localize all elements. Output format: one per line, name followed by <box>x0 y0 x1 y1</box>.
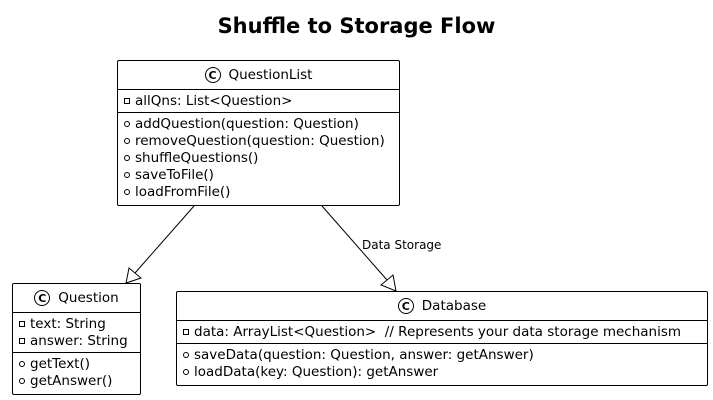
class-c-icon: C <box>397 298 414 314</box>
method-row: loadData(key: Question): getAnswer <box>183 363 701 380</box>
generalization-arrowhead-database <box>380 274 397 292</box>
method-text: loadData(key: Question): getAnswer <box>194 363 439 380</box>
class-name: QuestionList <box>228 67 313 83</box>
method-text: getAnswer() <box>30 372 113 389</box>
class-name: Database <box>421 298 487 314</box>
public-visibility-icon <box>124 120 130 127</box>
public-visibility-icon <box>183 368 189 375</box>
method-text: addQuestion(question: Question) <box>135 115 359 132</box>
method-text: removeQuestion(question: Question) <box>135 132 385 149</box>
field-text: text: String <box>30 315 106 332</box>
public-visibility-icon <box>19 377 25 384</box>
method-row: loadFromFile() <box>124 183 393 200</box>
class-c-icon: C <box>204 67 221 83</box>
class-header: C QuestionList <box>118 61 399 90</box>
fields-section: text: String answer: String <box>13 313 140 352</box>
public-visibility-icon <box>124 188 130 195</box>
method-text: shuffleQuestions() <box>135 149 259 166</box>
method-text: saveToFile() <box>135 166 214 183</box>
field-row: answer: String <box>19 332 134 349</box>
method-text: saveData(question: Question, answer: get… <box>194 346 534 363</box>
private-visibility-icon <box>19 337 25 344</box>
private-visibility-icon <box>183 328 189 335</box>
public-visibility-icon <box>19 360 25 367</box>
field-row: data: ArrayList<Question> // Represents … <box>183 323 701 340</box>
method-text: loadFromFile() <box>135 183 231 200</box>
field-row: allQns: List<Question> <box>124 92 393 109</box>
relation-label-data-storage: Data Storage <box>362 238 442 252</box>
field-row: text: String <box>19 315 134 332</box>
class-header: C Question <box>13 284 140 313</box>
method-row: getAnswer() <box>19 372 134 389</box>
diagram-title: Shuffle to Storage Flow <box>217 14 496 38</box>
fields-section: data: ArrayList<Question> // Represents … <box>177 321 707 343</box>
field-text: data: ArrayList<Question> // Represents … <box>194 323 682 340</box>
class-c-icon: C <box>34 290 51 306</box>
generalization-arrowhead-question <box>125 267 143 284</box>
public-visibility-icon <box>183 351 189 358</box>
class-questionlist[interactable]: C QuestionList allQns: List<Question> ad… <box>117 60 400 206</box>
method-row: saveToFile() <box>124 166 393 183</box>
method-row: removeQuestion(question: Question) <box>124 132 393 149</box>
class-question[interactable]: C Question text: String answer: String g… <box>12 283 141 395</box>
methods-section: getText() getAnswer() <box>13 352 140 392</box>
public-visibility-icon <box>124 137 130 144</box>
class-database[interactable]: C Database data: ArrayList<Question> // … <box>176 291 708 386</box>
fields-section: allQns: List<Question> <box>118 90 399 112</box>
relation-questionlist-question <box>134 205 195 274</box>
method-text: getText() <box>30 355 91 372</box>
private-visibility-icon <box>124 97 130 104</box>
method-row: saveData(question: Question, answer: get… <box>183 346 701 363</box>
methods-section: addQuestion(question: Question) removeQu… <box>118 112 399 203</box>
public-visibility-icon <box>124 154 130 161</box>
field-text: answer: String <box>30 332 128 349</box>
class-name: Question <box>58 290 119 306</box>
method-row: getText() <box>19 355 134 372</box>
private-visibility-icon <box>19 320 25 327</box>
methods-section: saveData(question: Question, answer: get… <box>177 343 707 383</box>
method-row: addQuestion(question: Question) <box>124 115 393 132</box>
method-row: shuffleQuestions() <box>124 149 393 166</box>
field-text: allQns: List<Question> <box>135 92 293 109</box>
class-header: C Database <box>177 292 707 321</box>
relation-questionlist-database <box>321 205 388 281</box>
public-visibility-icon <box>124 171 130 178</box>
